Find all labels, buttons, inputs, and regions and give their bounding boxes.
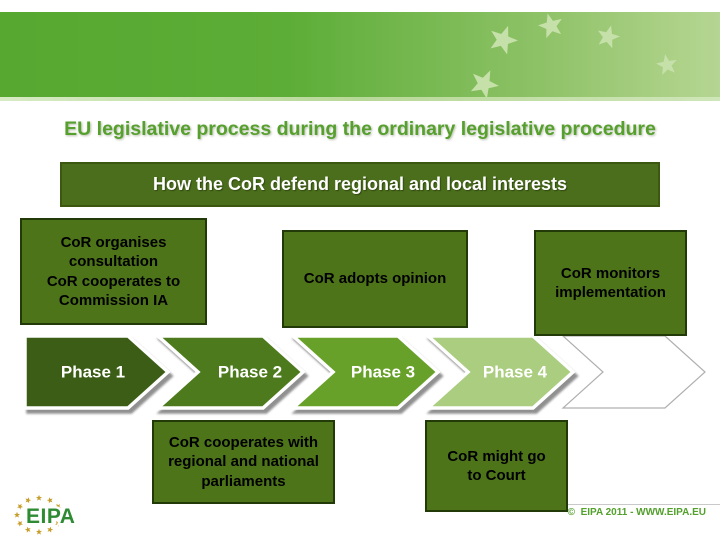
phase-2-arrow (153, 334, 306, 410)
copyright-text: © EIPA 2011 - WWW.EIPA.EU (567, 507, 706, 518)
page-title: EU legislative process during the ordina… (64, 118, 656, 140)
star-icon (485, 21, 522, 57)
box-cor-organises-consultation: CoR organises consultation CoR cooperate… (20, 218, 207, 325)
box-cor-cooperates-parliaments: CoR cooperates with regional and nationa… (152, 420, 335, 504)
eipa-logo-text: EIPA (26, 505, 75, 528)
star-icon (465, 64, 504, 97)
phase-4-arrow (423, 334, 576, 410)
phase-3-arrow (288, 334, 441, 410)
star-icon (535, 12, 566, 40)
star-icon (594, 22, 623, 50)
empty-phase-arrow (561, 335, 706, 409)
banner-bottom-edge (0, 97, 720, 101)
footer-divider-line (557, 504, 720, 505)
phase-2-label: Phase 2 (218, 363, 282, 382)
box-cor-monitors-implementation: CoR monitors implementation (534, 230, 687, 336)
box-cor-might-go-to-court: CoR might go to Court (425, 420, 568, 512)
top-banner (0, 12, 720, 97)
star-icon (654, 52, 679, 76)
subtitle-banner-label: How the CoR defend regional and local in… (152, 174, 568, 194)
eipa-logo: EIPA (13, 494, 77, 535)
phase-3-label: Phase 3 (351, 363, 415, 382)
phase-arrows: Phase 1 Phase 2 Phase 3 Phase 4 (23, 334, 706, 410)
phase-1-label: Phase 1 (61, 363, 125, 382)
phase-1-arrow (23, 334, 171, 410)
box-cor-adopts-opinion: CoR adopts opinion (282, 230, 468, 328)
eu-stars-decoration (465, 12, 679, 97)
phase-4-label: Phase 4 (483, 363, 548, 382)
subtitle-banner: How the CoR defend regional and local in… (60, 162, 660, 207)
